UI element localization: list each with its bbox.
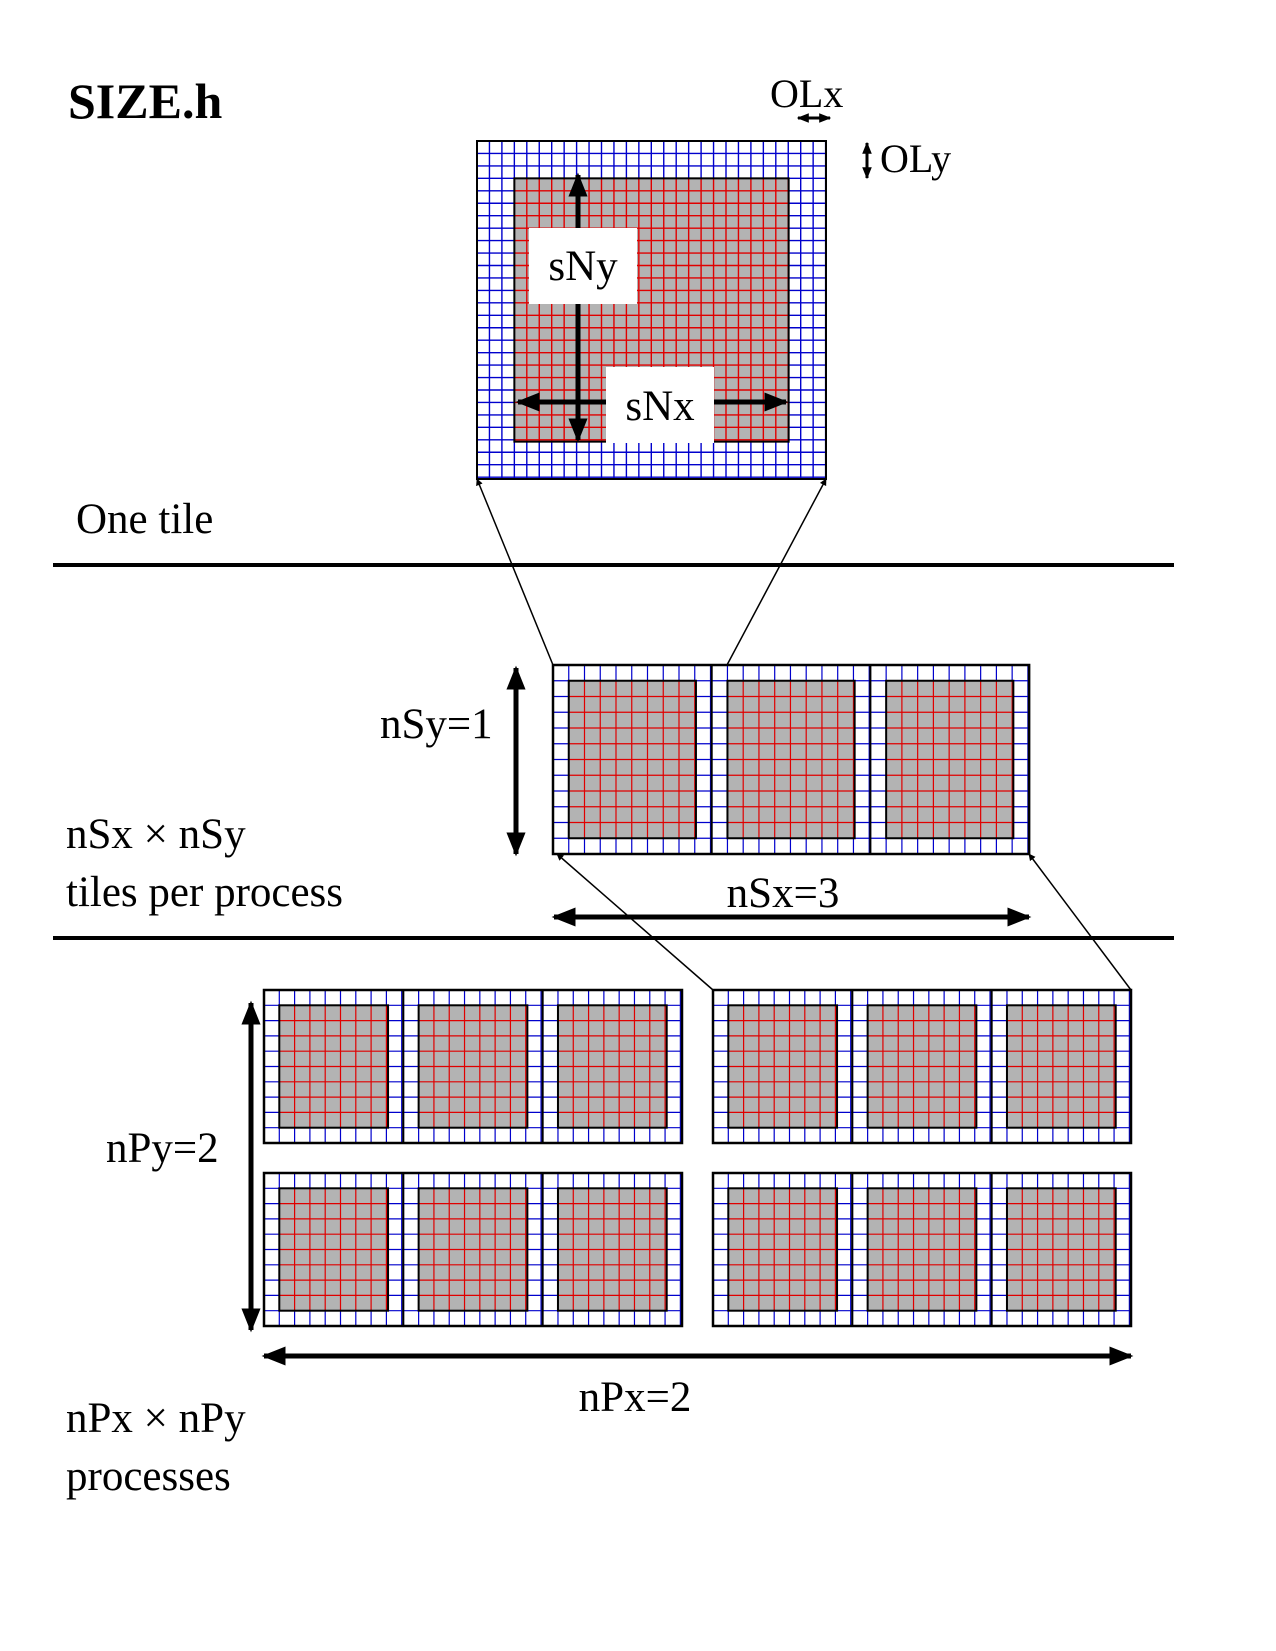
process-tile	[990, 1172, 1133, 1327]
zoom-line-process-right	[1028, 853, 1132, 991]
process-tile	[712, 1172, 854, 1327]
process-tile	[851, 989, 993, 1144]
oly-label: OLy	[880, 136, 951, 181]
section-label-global-line1: nPx × nPy	[66, 1395, 246, 1442]
global-processes: nPy=2 nPx=2	[106, 988, 1134, 1421]
nsx-label: nSx=3	[727, 870, 840, 917]
process-tile	[712, 989, 854, 1144]
tile-detail: sNy sNx OLx OLy	[476, 71, 951, 480]
page-title: SIZE.h	[68, 73, 222, 129]
process-tile	[263, 989, 405, 1144]
snx-label: sNx	[625, 383, 694, 430]
process-tiles: nSy=1 nSx=3	[380, 663, 1032, 927]
process-tile	[851, 1172, 993, 1327]
sny-label: sNy	[548, 243, 618, 290]
nsy-label: nSy=1	[380, 701, 493, 748]
process-tile	[402, 989, 544, 1144]
sny-label-box	[529, 228, 637, 304]
section-label-global-line2: processes	[66, 1453, 231, 1500]
snx-label-box	[606, 367, 714, 443]
global-process-1-1	[262, 988, 684, 1145]
process-tile	[541, 989, 684, 1144]
process-tile	[541, 1172, 684, 1327]
npy-label: nPy=2	[106, 1125, 219, 1172]
process-tile	[263, 1172, 405, 1327]
npx-label: nPx=2	[579, 1374, 692, 1421]
olx-label: OLx	[770, 71, 843, 116]
zoom-line-tile-left	[476, 478, 554, 666]
global-process-1-2	[711, 988, 1133, 1145]
zoom-line-tile-right	[726, 478, 827, 666]
section-label-process-line1: nSx × nSy	[66, 811, 246, 858]
global-process-2-2	[711, 1171, 1133, 1328]
section-label-process-line2: tiles per process	[66, 869, 343, 916]
process-tile	[869, 664, 1031, 855]
process-tile	[990, 989, 1133, 1144]
section-label-tile: One tile	[76, 496, 213, 543]
process-tile	[710, 664, 872, 855]
global-process-2-1	[262, 1171, 684, 1328]
process-tile	[402, 1172, 544, 1327]
process-tile	[552, 664, 713, 855]
process-block	[551, 663, 1031, 856]
zoom-line-process-left	[556, 853, 714, 991]
